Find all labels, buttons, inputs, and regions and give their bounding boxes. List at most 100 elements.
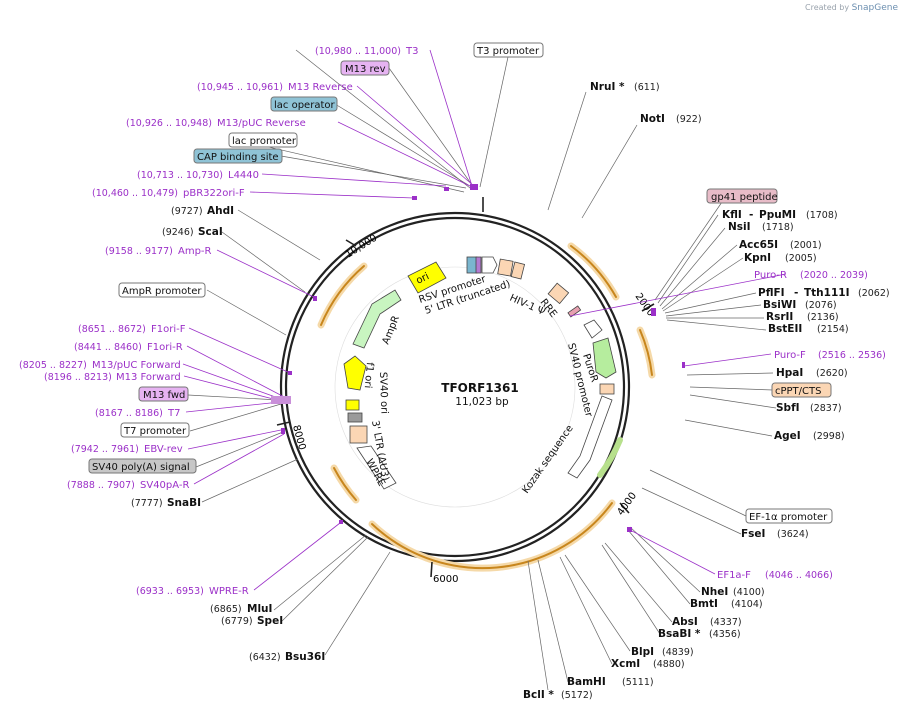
enzyme-mlui: MluI	[247, 603, 272, 615]
snapgene-credit: Created by SnapGene	[805, 3, 898, 13]
label-f1-ori: f1 ori	[362, 362, 375, 389]
enzyme-bmti-pos: (4104)	[731, 599, 763, 610]
primer-ef1a-f-pos: (4046 .. 4066)	[765, 570, 833, 581]
enzyme-nsii: NsiI	[728, 221, 751, 233]
primer-f1ori-r-pos: (8441 .. 8460)	[74, 342, 142, 353]
enzyme-xcmi-pos: (4880)	[653, 659, 685, 670]
enzyme-acc65i: Acc65I	[739, 239, 778, 251]
enzyme-blpi: BlpI	[631, 646, 654, 658]
primer-sv40pa-r-pos: (7888 .. 7907)	[67, 480, 135, 491]
enzyme-bsiwi: BsiWI	[763, 299, 796, 311]
box-t7-promoter: T7 promoter	[123, 426, 187, 437]
primer-pbr322ori: pBR322ori-F	[183, 188, 245, 199]
enzyme-kpni: KpnI	[744, 252, 771, 264]
enzyme-tth-dash: -	[794, 287, 798, 299]
primer-ampr: Amp-R	[178, 246, 212, 257]
enzyme-xcmi: XcmI	[611, 658, 640, 670]
box-t3-promoter: T3 promoter	[476, 46, 540, 57]
primer-f1ori-f: F1ori-F	[151, 324, 186, 335]
primer-m13-reverse-pos: (10,945 .. 10,961)	[197, 82, 283, 93]
enzyme-tth111i: Tth111I	[804, 287, 849, 299]
enzyme-ahdi: AhdI	[207, 205, 234, 217]
box-lac-operator: lac operator	[274, 100, 335, 111]
enzyme-pflfi: PflFI	[758, 287, 785, 299]
primer-m13puc-reverse-pos: (10,926 .. 10,948)	[126, 118, 212, 129]
primer-m13puc-reverse: M13/pUC Reverse	[217, 118, 306, 129]
enzyme-spei-pos: (6779)	[221, 616, 253, 627]
box-sv40-polya: SV40 poly(A) signal	[92, 462, 190, 473]
primer-puro-r-pos: (2020 .. 2039)	[800, 270, 868, 281]
enzyme-absi: AbsI	[672, 616, 698, 628]
enzyme-rsrii-pos: (2136)	[807, 312, 839, 323]
enzyme-hpai-pos: (2620)	[816, 368, 848, 379]
enzyme-bcli: BclI *	[523, 689, 554, 701]
primer-t3: T3	[405, 46, 418, 57]
box-m13-fwd: M13 fwd	[143, 390, 185, 401]
enzyme-bsteii-pos: (2154)	[817, 324, 849, 335]
enzyme-bsiwi-pos: (2076)	[805, 300, 837, 311]
primer-m13-forward-pos: (8196 .. 8213)	[44, 372, 112, 383]
enzyme-acc65i-pos: (2001)	[790, 240, 822, 251]
enzyme-ahdi-pos: (9727)	[171, 206, 203, 217]
primer-f1ori-f-pos: (8651 .. 8672)	[78, 324, 146, 335]
label-ampr: AmpR	[381, 314, 402, 346]
plasmid-size: 11,023 bp	[455, 396, 509, 408]
enzyme-rsrii: RsrII	[766, 311, 793, 323]
primer-pbr322ori-pos: (10,460 .. 10,479)	[92, 188, 178, 199]
enzyme-kfli-pos: (1708)	[806, 210, 838, 221]
enzyme-noti: NotI	[640, 113, 665, 125]
enzyme-snabi: SnaBI	[167, 497, 201, 509]
enzyme-bsabi: BsaBI *	[658, 628, 701, 640]
enzyme-bamhi: BamHI	[567, 676, 606, 688]
enzyme-ppumi-dash: -	[749, 209, 753, 221]
tick-10000: 10,000	[344, 233, 380, 261]
backbone-inner	[284, 216, 626, 558]
enzyme-nrui: NruI *	[590, 81, 625, 93]
primer-puro-f: Puro-F	[774, 350, 806, 361]
enzyme-sbfi: SbfI	[776, 402, 800, 414]
primer-l4440: L4440	[228, 170, 259, 181]
enzyme-blpi-pos: (4839)	[662, 647, 694, 658]
inner-features	[343, 256, 617, 490]
enzyme-absi-pos: (4337)	[710, 617, 742, 628]
enzyme-scai: ScaI	[198, 226, 223, 238]
plasmid-name: TFORF1361	[441, 381, 518, 395]
enzyme-bsteii: BstEII	[768, 323, 802, 335]
tick-marks	[276, 197, 655, 578]
primer-f1ori-r: F1ori-R	[147, 342, 183, 353]
box-lac-promoter: lac promoter	[232, 136, 297, 147]
enzyme-bsu36i-pos: (6432)	[249, 652, 281, 663]
enzyme-bsu36i: Bsu36I	[285, 651, 325, 663]
enzyme-hpai: HpaI	[776, 367, 803, 379]
primer-t7: T7	[167, 408, 180, 419]
enzyme-nhei-pos: (4100)	[733, 587, 765, 598]
enzyme-agei-pos: (2998)	[813, 431, 845, 442]
enzyme-agei: AgeI	[774, 430, 801, 442]
cds-arcs	[317, 242, 656, 572]
primer-ebv-rev: EBV-rev	[144, 444, 183, 455]
enzyme-nsii-pos: (1718)	[762, 222, 794, 233]
label-sv40-ori: SV40 ori	[377, 372, 389, 414]
enzyme-fsei: FseI	[741, 528, 765, 540]
primer-puro-r: Puro-R	[754, 270, 787, 281]
tick-6000: 6000	[433, 574, 458, 585]
enzyme-mlui-pos: (6865)	[210, 604, 242, 615]
label-ori: ori	[414, 271, 431, 287]
enzyme-nrui-pos: (611)	[634, 82, 660, 93]
enzyme-kpni-pos: (2005)	[785, 253, 817, 264]
label-kozak: Kozak sequence	[520, 423, 575, 495]
enzyme-snabi-pos: (7777)	[131, 498, 163, 509]
enzyme-sbfi-pos: (2837)	[810, 403, 842, 414]
boxed-features: T3 promoter M13 rev lac operator lac pro…	[88, 42, 833, 524]
primer-wpre-r-pos: (6933 .. 6953)	[136, 586, 204, 597]
primer-puro-f-pos: (2516 .. 2536)	[818, 350, 886, 361]
primer-m13-forward: M13 Forward	[116, 372, 181, 383]
enzyme-bcli-pos: (5172)	[561, 690, 593, 701]
enzyme-bmti: BmtI	[690, 598, 718, 610]
primer-ef1a-f: EF1a-F	[717, 570, 751, 581]
primer-t3-pos: (10,980 .. 11,000)	[315, 46, 401, 57]
primer-m13puc-forward: M13/pUC Forward	[92, 360, 181, 371]
box-ef1a-promoter: EF-1α promoter	[749, 512, 828, 523]
leader-lines	[187, 49, 777, 691]
site-markers	[271, 184, 685, 532]
